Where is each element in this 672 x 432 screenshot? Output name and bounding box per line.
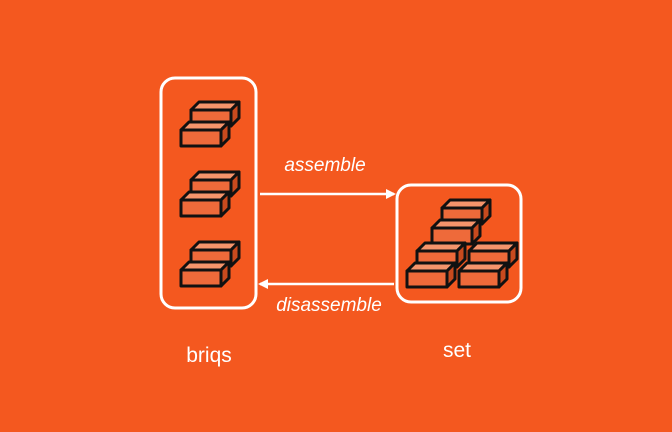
set-bricks: [407, 200, 517, 287]
disassemble-label: disassemble: [276, 295, 382, 316]
briq-stack-1: [181, 102, 239, 146]
brick-icon: [432, 200, 490, 244]
set-container: [395, 183, 523, 304]
brick-icon: [407, 243, 465, 287]
briq-stack-2: [181, 172, 239, 216]
brick-icon: [181, 242, 239, 286]
assemble-label: assemble: [284, 155, 365, 176]
brick-icon: [459, 243, 517, 287]
briqs-label: briqs: [186, 344, 232, 367]
set-label: set: [443, 339, 471, 362]
brick-icon: [181, 172, 239, 216]
briqs-container: [159, 76, 258, 310]
brick-icon: [181, 102, 239, 146]
briq-stack-3: [181, 242, 239, 286]
